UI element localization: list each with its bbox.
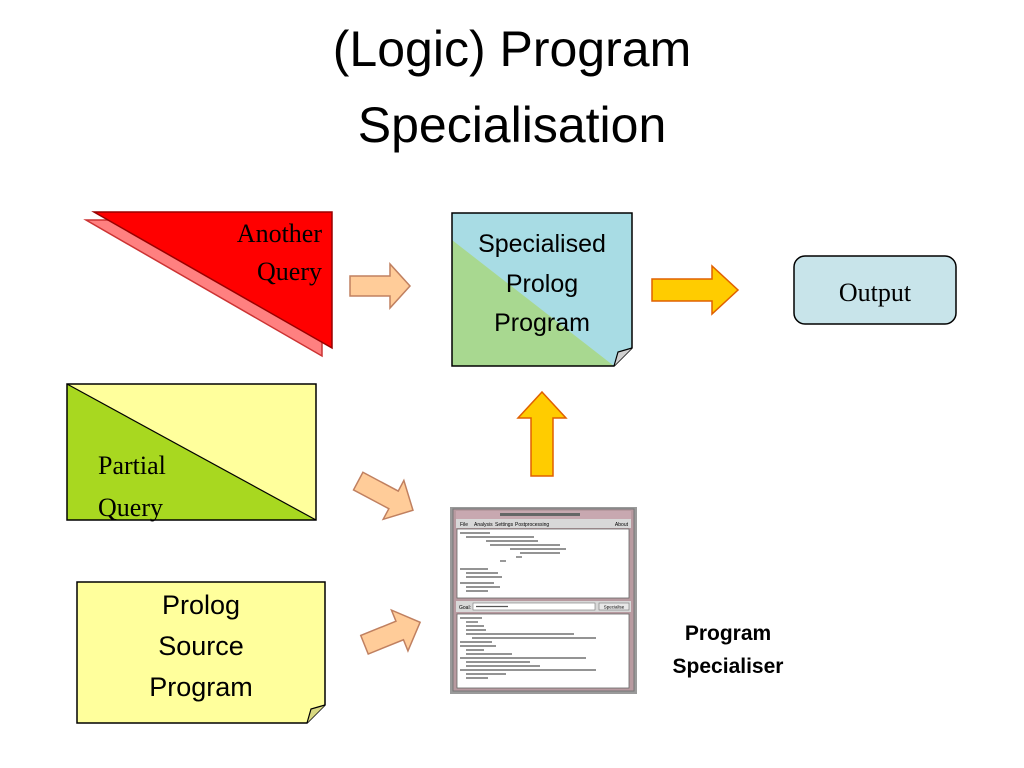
arrow-source-program-to-specialiser bbox=[359, 608, 422, 655]
specialiser-label-line-2: Specialiser bbox=[673, 655, 784, 678]
source-program-label-line-2: Source bbox=[158, 631, 244, 661]
specialiser-button-label: Specialise bbox=[604, 605, 625, 610]
specialiser-upper-code-lines bbox=[460, 532, 566, 592]
title-line-1: (Logic) Program bbox=[333, 21, 691, 77]
source-program-label-line-1: Prolog bbox=[162, 590, 240, 620]
partial-query-shape bbox=[66, 383, 317, 521]
specialised-program-label-line-2: Prolog bbox=[506, 270, 578, 298]
specialiser-menu-file: File bbox=[460, 522, 468, 528]
specialised-program-document bbox=[451, 212, 633, 367]
specialised-program-label-line-3: Program bbox=[494, 309, 590, 337]
arrow-specialised-to-output bbox=[651, 264, 740, 316]
source-program-document bbox=[76, 581, 326, 724]
arrow-partial-query-to-specialiser bbox=[352, 471, 414, 521]
specialiser-menu-settings: Settings bbox=[495, 522, 514, 528]
specialiser-lower-code-lines bbox=[460, 617, 596, 679]
output-label: Output bbox=[839, 278, 912, 307]
specialised-program-label-line-1: Specialised bbox=[478, 230, 606, 258]
partial-query-label-line-2: Query bbox=[98, 493, 163, 522]
title-line-2: Specialisation bbox=[358, 97, 667, 153]
arrow-another-query-to-specialised bbox=[349, 262, 412, 310]
source-program-label-line-3: Program bbox=[149, 672, 253, 702]
specialiser-goal-label: Goal: bbox=[459, 605, 471, 611]
specialiser-window-thumbnail: File Analysis Settings Postprocessing Ab… bbox=[450, 507, 637, 694]
specialiser-label-line-1: Program bbox=[685, 622, 771, 645]
another-query-label-line-1: Another bbox=[237, 219, 323, 248]
arrow-specialiser-to-specialised bbox=[516, 390, 568, 477]
specialiser-menu-about: About bbox=[615, 522, 629, 528]
specialiser-menu-analysis: Analysis bbox=[474, 522, 493, 528]
partial-query-label-line-1: Partial bbox=[98, 451, 166, 480]
another-query-shape bbox=[83, 211, 333, 358]
specialiser-menu-postprocessing: Postprocessing bbox=[515, 522, 549, 528]
another-query-label-line-2: Query bbox=[257, 257, 322, 286]
output-box bbox=[793, 255, 957, 325]
